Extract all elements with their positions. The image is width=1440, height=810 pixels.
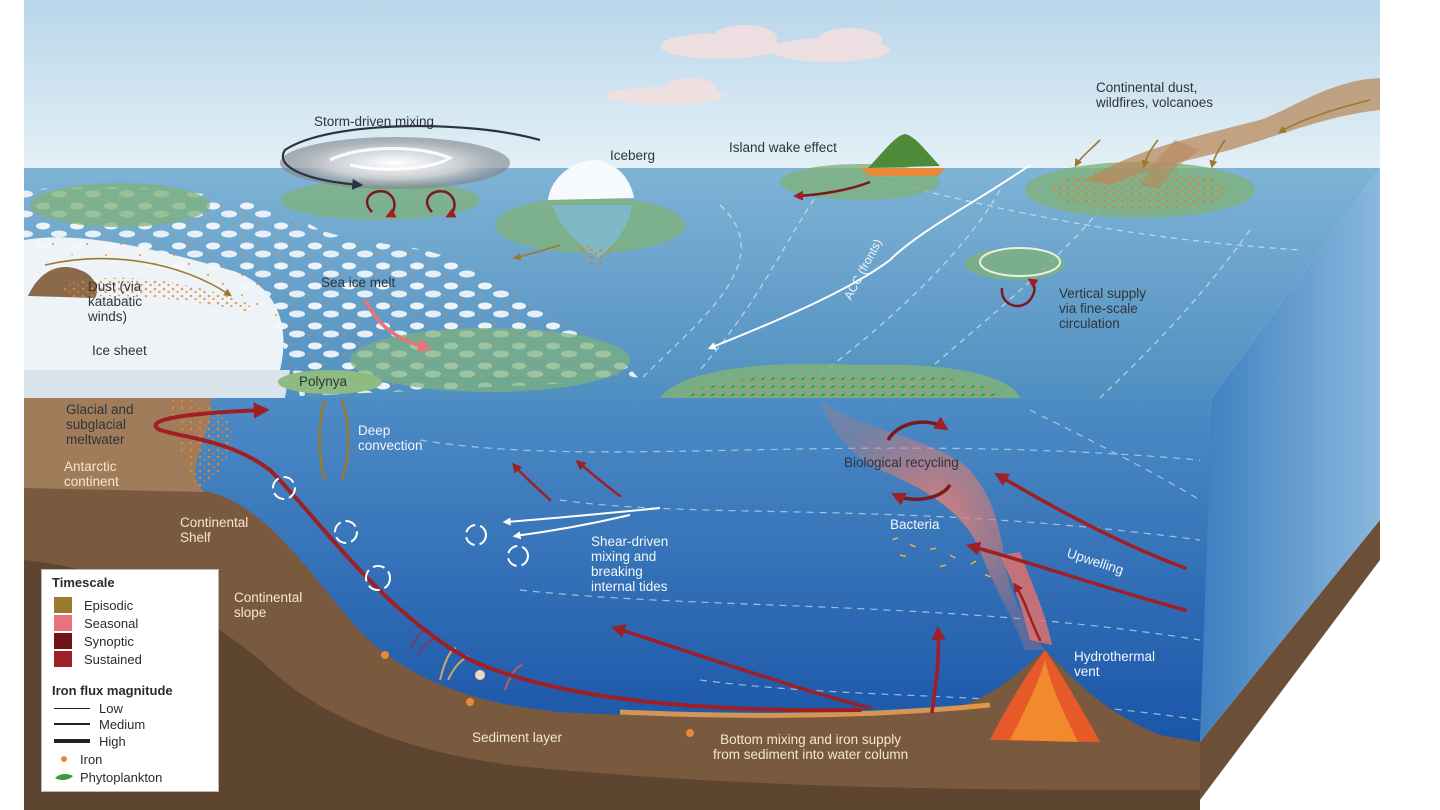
legend-label: Low [99, 700, 123, 716]
deep-convection-brackets [318, 399, 350, 481]
label-island-wake-effect: Island wake effect [729, 140, 837, 155]
legend-label: High [99, 733, 126, 749]
katabatic-dust [60, 277, 252, 312]
swatch-synoptic [54, 633, 72, 649]
line-medium [54, 723, 90, 725]
label-antarctic-continent: Antarctic continent [64, 459, 119, 489]
label-polynya: Polynya [299, 374, 348, 389]
episodic-arrows [44, 99, 1371, 297]
legend-iron: Iron [54, 751, 102, 767]
legend-timescale-seasonal: Seasonal [54, 615, 138, 631]
swatch-episodic [54, 597, 72, 613]
storm-swirl [329, 147, 454, 171]
legend-timescale-synoptic: Synoptic [54, 633, 134, 649]
legend-label: Synoptic [84, 633, 134, 649]
label-sediment-layer: Sediment layer [472, 730, 563, 745]
label-iceberg: Iceberg [610, 148, 656, 163]
meltwater-plume [170, 398, 233, 490]
legend-label: Phytoplankton [80, 769, 163, 785]
storm-cloud [280, 137, 510, 189]
ice-sheet-edge [24, 370, 290, 398]
fine-scale-eddy [979, 247, 1061, 277]
legend-timescale-episodic: Episodic [54, 597, 133, 613]
legend-flux-low: Low [54, 700, 123, 716]
sediment-iron [619, 702, 991, 718]
label-continental-dust: Continental dust, wildfires, volcanoes [1096, 80, 1214, 110]
iceberg-iron [575, 240, 615, 268]
dust-plume [1085, 78, 1380, 185]
label-dust-katabatic: Dust (via katabatic winds) [88, 279, 143, 324]
bedrock [24, 560, 1200, 810]
legend-flux-high: High [54, 733, 126, 749]
legend: Timescale Episodic Seasonal Synoptic Sus… [41, 569, 219, 792]
block-side [1200, 168, 1380, 742]
legend-label: Iron [80, 751, 103, 767]
line-high [54, 739, 90, 743]
label-shear-driven-mixing: Shear-driven mixing and breaking interna… [591, 534, 669, 594]
sea-ice-melt-arrow [363, 299, 433, 353]
label-storm-driven-mixing: Storm-driven mixing [314, 114, 435, 129]
legend-timescale-sustained: Sustained [54, 651, 142, 667]
bio-plume [820, 400, 1045, 650]
bacteria [892, 536, 991, 578]
shear-arrows [502, 507, 661, 540]
vertical-supply-arrow [1000, 278, 1039, 308]
island [868, 134, 940, 168]
swatch-seasonal [54, 615, 72, 631]
swatch-sustained [54, 651, 72, 667]
legend-label: Medium [99, 716, 146, 732]
phytoplankton-icon [54, 772, 74, 782]
legend-flux-medium: Medium [54, 716, 145, 732]
label-biological-recycling: Biological recycling [844, 455, 959, 470]
island-base [860, 168, 945, 176]
label-ice-sheet: Ice sheet [92, 343, 147, 358]
deep-currents [419, 409, 1201, 721]
label-bottom-mixing: Bottom mixing and iron supply from sedim… [713, 732, 909, 762]
bio-recycling-loop [886, 416, 952, 506]
sustained-flux-arrows [153, 402, 1187, 714]
iceberg-under [552, 205, 632, 258]
mixing-circles [272, 476, 529, 591]
label-continental-slope: Continental slope [234, 590, 303, 620]
block-bottom-side [1200, 520, 1380, 800]
label-vertical-supply: Vertical supply via fine-scale circulati… [1059, 286, 1147, 331]
iceberg-top [548, 160, 634, 200]
line-low [54, 707, 90, 709]
synoptic-loops [365, 189, 457, 218]
island-wake-arrow [793, 180, 871, 201]
label-deep-convection: Deep convection [358, 423, 423, 453]
legend-timescale-title: Timescale [52, 575, 115, 590]
vent-lava [1010, 660, 1078, 742]
storm-arc-arrow [281, 124, 541, 190]
label-continental-shelf: Continental Shelf [180, 515, 249, 545]
label-bacteria: Bacteria [890, 517, 940, 532]
dust-plume-2 [1140, 140, 1200, 188]
clouds [605, 25, 890, 105]
iron-dot-icon [54, 755, 74, 763]
vent-plume [1000, 552, 1052, 645]
legend-phytoplankton: Phytoplankton [54, 769, 162, 785]
legend-label: Sustained [84, 651, 142, 667]
legend-label: Episodic [84, 597, 134, 613]
legend-flux-title: Iron flux magnitude [52, 683, 173, 698]
acc-arrow [707, 164, 1031, 350]
label-hydrothermal-vent: Hydrothermal vent [1074, 649, 1156, 679]
label-sea-ice-melt: Sea ice melt [321, 275, 396, 290]
legend-label: Seasonal [84, 615, 139, 631]
label-glacial-meltwater: Glacial and subglacial meltwater [66, 402, 134, 447]
